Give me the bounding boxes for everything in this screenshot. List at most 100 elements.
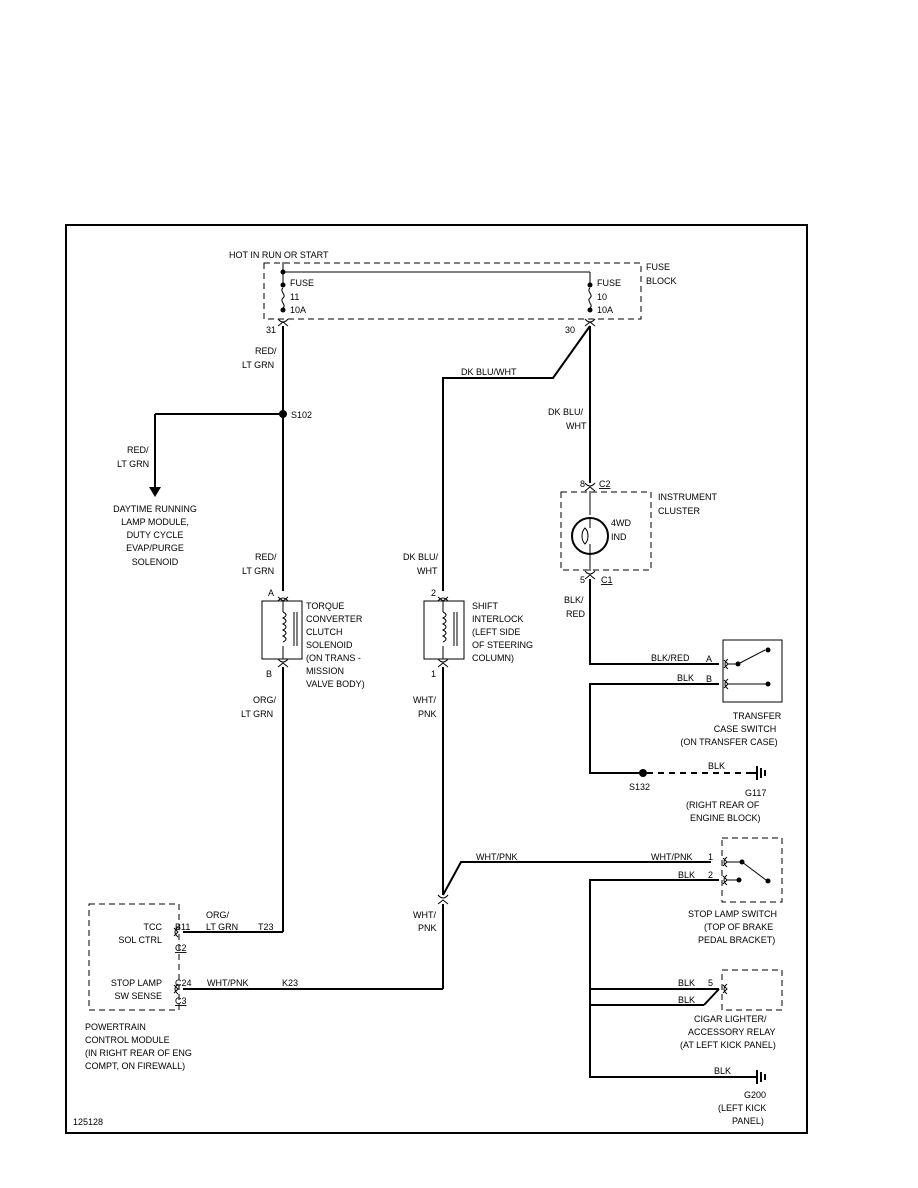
ground-g117-label: G117 bbox=[745, 788, 766, 798]
wire-label: BLK bbox=[708, 761, 725, 771]
org-lt-grn-circuit: ORG/ LT GRN ORG/ LT GRN T23 bbox=[183, 667, 284, 933]
fuse-10: FUSE 10 10A 30 bbox=[565, 278, 621, 335]
wire-label: LT GRN bbox=[117, 459, 149, 469]
wht-pnk-circuit: WHT/ PNK WHT/ PNK WHT/PNK WHT/PNK WHT/PN… bbox=[183, 667, 711, 990]
cluster-pin-5: 5 bbox=[580, 575, 585, 585]
tcc-pin-b: B bbox=[266, 669, 272, 679]
wire-label: WHT bbox=[566, 421, 587, 431]
ground-g117-label: (RIGHT REAR OF bbox=[686, 800, 760, 810]
wire-label: RED/ bbox=[127, 445, 149, 455]
stop-lamp-switch: 1 2 STOP LAMP SWITCH (TOP OF BRAKE PEDAL… bbox=[688, 837, 783, 945]
pcm-label: CONTROL MODULE bbox=[85, 1035, 170, 1045]
stop-lamp-pin-1: 1 bbox=[708, 852, 713, 862]
pcm-stop-lamp-label: SW SENSE bbox=[114, 991, 162, 1001]
fuse-11-rating: 10A bbox=[290, 305, 306, 315]
relay-pin-5: 5 bbox=[708, 978, 713, 988]
wire-label: DK BLU/ bbox=[403, 552, 439, 562]
fuse-10-pin: 30 bbox=[565, 325, 575, 335]
wire-label: LT GRN bbox=[241, 709, 273, 719]
powertrain-control-module: TCC SOL CTRL B11 C2 STOP LAMP SW SENSE C… bbox=[85, 903, 192, 1071]
pcm-pin-c24: C24 bbox=[175, 978, 192, 988]
pcm-connector-c3: C3 bbox=[175, 996, 187, 1006]
wire-label: RED/ bbox=[255, 346, 277, 356]
pcm-label: COMPT, ON FIREWALL) bbox=[85, 1061, 185, 1071]
svg-text:OF STEERING: OF STEERING bbox=[472, 640, 533, 650]
instrument-cluster-label: INSTRUMENT bbox=[658, 492, 717, 502]
wire-label: ORG/ bbox=[253, 695, 277, 705]
fuse-10-rating: 10A bbox=[597, 305, 613, 315]
wire-label: WHT/ bbox=[413, 695, 436, 705]
diagram-frame bbox=[65, 224, 808, 1134]
4wd-indicator-label: IND bbox=[611, 532, 627, 542]
blk-red-circuit: BLK/ RED BLK/RED bbox=[564, 579, 719, 665]
pcm-connector-c2: C2 bbox=[175, 943, 187, 953]
pcm-tcc-label: SOL CTRL bbox=[118, 935, 162, 945]
relay-label: ACCESSORY RELAY bbox=[688, 1027, 776, 1037]
wire-label: WHT bbox=[417, 566, 438, 576]
stop-lamp-switch-label: STOP LAMP SWITCH bbox=[688, 909, 777, 919]
wire-label: PNK bbox=[418, 709, 437, 719]
ground-g200-label: PANEL) bbox=[732, 1116, 764, 1126]
wire-label: LT GRN bbox=[242, 566, 274, 576]
splice-s132 bbox=[639, 769, 647, 777]
tcc-pin-a: A bbox=[268, 588, 274, 598]
wire-label: BLK bbox=[677, 673, 694, 683]
wire-label: LT GRN bbox=[242, 360, 274, 370]
fuse-10-number: 10 bbox=[597, 292, 607, 302]
stop-lamp-switch-label: (TOP OF BRAKE bbox=[704, 922, 773, 932]
transfer-case-label: TRANSFER bbox=[733, 711, 782, 721]
pcm-stop-lamp-label: STOP LAMP bbox=[111, 978, 162, 988]
drl-module-label: DAYTIME RUNNING LAMP MODULE, DUTY CYCLE … bbox=[113, 504, 197, 567]
instrument-cluster-label: CLUSTER bbox=[658, 506, 701, 516]
wire-label: ORG/ bbox=[206, 910, 230, 920]
ground-g117-label: ENGINE BLOCK) bbox=[690, 813, 761, 823]
wire-label: WHT/PNK bbox=[651, 852, 693, 862]
wire-label: RED bbox=[566, 609, 586, 619]
fuse-11-label: FUSE bbox=[290, 278, 314, 288]
svg-text:SOLENOID: SOLENOID bbox=[306, 640, 353, 650]
circuit-k23: K23 bbox=[282, 978, 298, 988]
svg-text:SOLENOID: SOLENOID bbox=[132, 557, 179, 567]
wire-label: BLK bbox=[678, 870, 695, 880]
red-lt-grn-circuit: RED/ LT GRN S102 RED/ LT GRN DAYTIME RUN… bbox=[113, 326, 312, 591]
fuse-block-label: BLOCK bbox=[646, 276, 677, 286]
svg-text:LAMP MODULE,: LAMP MODULE, bbox=[121, 517, 189, 527]
svg-text:(LEFT SIDE: (LEFT SIDE bbox=[472, 627, 520, 637]
stop-lamp-pin-2: 2 bbox=[708, 870, 713, 880]
fuse-11: FUSE 11 10A 31 bbox=[266, 272, 314, 335]
cigar-lighter-accessory-relay: 5 CIGAR LIGHTER/ ACCESSORY RELAY (AT LEF… bbox=[680, 969, 783, 1050]
torque-converter-clutch-solenoid: A B TORQUE CONVERTER CLUTCH SOLENOID (ON… bbox=[261, 588, 365, 689]
ground-g200-label: (LEFT KICK bbox=[718, 1103, 766, 1113]
relay-label: CIGAR LIGHTER/ bbox=[694, 1014, 767, 1024]
svg-text:CLUTCH: CLUTCH bbox=[306, 627, 343, 637]
transfer-pin-a: A bbox=[706, 654, 712, 664]
svg-text:COLUMN): COLUMN) bbox=[472, 653, 514, 663]
cluster-pin-8: 8 bbox=[580, 479, 585, 489]
wire-label: DK BLU/ bbox=[548, 407, 584, 417]
shift-pin-1: 1 bbox=[431, 669, 436, 679]
wire-label: BLK bbox=[678, 995, 695, 1005]
wire-label: BLK/ bbox=[564, 595, 584, 605]
circuit-t23: T23 bbox=[258, 922, 274, 932]
connector-c1: C1 bbox=[601, 575, 613, 585]
svg-text:EVAP/PURGE: EVAP/PURGE bbox=[126, 543, 184, 553]
figure-id: 125128 bbox=[73, 1117, 103, 1127]
wire-label: BLK bbox=[678, 978, 695, 988]
svg-text:VALVE BODY): VALVE BODY) bbox=[306, 679, 365, 689]
transfer-case-switch: A B TRANSFER CASE SWITCH (ON TRANSFER CA… bbox=[680, 639, 783, 747]
transfer-pin-b: B bbox=[706, 674, 712, 684]
fuse-10-label: FUSE bbox=[597, 278, 621, 288]
blk-ground-g117-circuit: BLK S132 BLK G117 (RIGHT REAR OF ENGINE … bbox=[589, 673, 766, 823]
wire-label: PNK bbox=[418, 923, 437, 933]
svg-text:MISSION: MISSION bbox=[306, 666, 344, 676]
dk-blu-wht-right-circuit: DK BLU/ WHT bbox=[548, 326, 591, 483]
stop-lamp-switch-label: PEDAL BRACKET) bbox=[698, 935, 775, 945]
4wd-indicator-label: 4WD bbox=[611, 518, 632, 528]
svg-text:DUTY CYCLE: DUTY CYCLE bbox=[127, 530, 184, 540]
splice-s132-label: S132 bbox=[629, 782, 650, 792]
fuse-11-number: 11 bbox=[290, 292, 299, 302]
pcm-tcc-label: TCC bbox=[144, 922, 163, 932]
ground-g200-icon bbox=[752, 1070, 766, 1084]
hot-in-run-label: HOT IN RUN OR START bbox=[229, 250, 329, 260]
